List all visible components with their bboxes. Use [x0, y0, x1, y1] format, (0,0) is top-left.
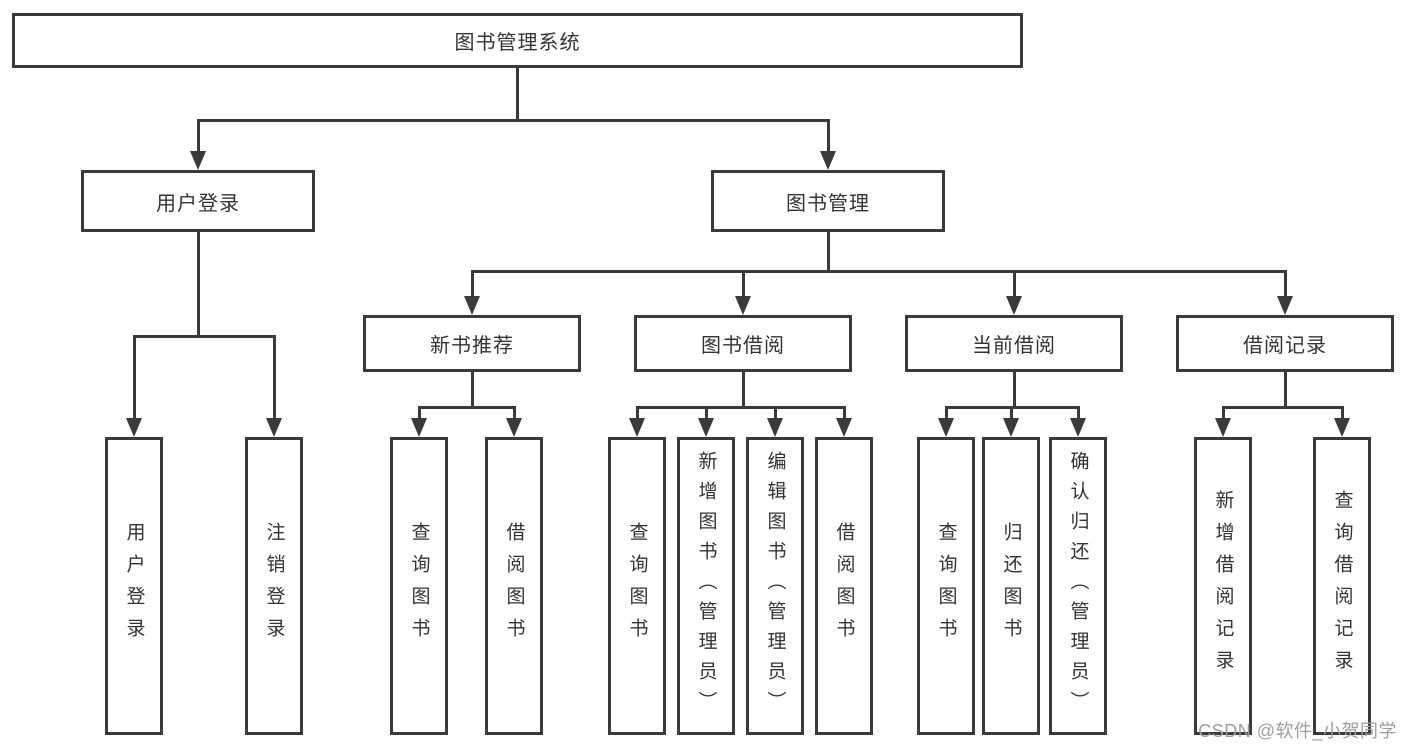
leaf-confirm-return-label: 确认归还（管理员）	[1067, 451, 1089, 721]
arrow-down-icon	[126, 418, 142, 437]
connector-line	[1284, 270, 1287, 298]
leaf-query-record: 查询借阅记录	[1313, 437, 1371, 735]
connector-line	[471, 372, 474, 408]
leaf-return-book: 归还图书	[982, 437, 1040, 735]
connector-line	[418, 406, 421, 420]
leaf-logout-label: 注销登录	[263, 522, 285, 650]
connector-line	[742, 270, 745, 298]
leaf-add-book: 新增图书（管理员）	[677, 437, 735, 735]
connector-line	[1010, 406, 1013, 420]
connector-line	[133, 335, 275, 338]
connector-line	[636, 406, 844, 409]
node-borrow-records-label: 借阅记录	[1243, 335, 1327, 357]
connector-line	[516, 68, 519, 121]
connector-line	[1341, 406, 1344, 420]
node-root: 图书管理系统	[12, 13, 1023, 68]
connector-line	[827, 232, 830, 272]
connector-line	[197, 119, 200, 153]
connector-line	[636, 406, 639, 420]
leaf-borrow-book-1-label: 借阅图书	[503, 522, 525, 650]
arrow-down-icon	[836, 418, 852, 437]
node-user-login-label: 用户登录	[156, 192, 240, 215]
node-book-borrow-label: 图书借阅	[701, 335, 785, 357]
leaf-query-book-1-label: 查询图书	[408, 522, 430, 650]
connector-line	[1222, 406, 1342, 409]
node-current-borrow: 当前借阅	[905, 315, 1123, 372]
arrow-down-icon	[506, 418, 522, 437]
leaf-add-record: 新增借阅记录	[1194, 437, 1252, 735]
connector-line	[945, 406, 948, 420]
arrow-down-icon	[190, 151, 206, 170]
leaf-logout: 注销登录	[245, 437, 303, 735]
arrow-down-icon	[1003, 418, 1019, 437]
connector-line	[471, 270, 1286, 273]
node-borrow-records: 借阅记录	[1176, 315, 1394, 372]
arrow-down-icon	[629, 418, 645, 437]
node-user-login: 用户登录	[81, 170, 315, 232]
connector-line	[1222, 406, 1225, 420]
connector-line	[843, 406, 846, 420]
leaf-borrow-book-2-label: 借阅图书	[833, 522, 855, 650]
connector-line	[1013, 270, 1016, 298]
leaf-add-record-label: 新增借阅记录	[1212, 490, 1234, 682]
leaf-query-record-label: 查询借阅记录	[1331, 490, 1353, 682]
arrow-down-icon	[1277, 296, 1293, 315]
arrow-down-icon	[1334, 418, 1350, 437]
leaf-return-book-label: 归还图书	[1000, 522, 1022, 650]
arrow-down-icon	[464, 296, 480, 315]
arrow-down-icon	[938, 418, 954, 437]
leaf-query-book-3: 查询图书	[917, 437, 975, 735]
node-book-mgmt-label: 图书管理	[786, 192, 870, 215]
connector-line	[418, 406, 514, 409]
leaf-query-book-2-label: 查询图书	[626, 522, 648, 650]
connector-line	[774, 406, 777, 420]
leaf-borrow-book-2: 借阅图书	[815, 437, 873, 735]
leaf-edit-book: 编辑图书（管理员）	[746, 437, 804, 735]
arrow-down-icon	[735, 296, 751, 315]
leaf-borrow-book-1: 借阅图书	[485, 437, 543, 735]
node-book-mgmt: 图书管理	[711, 170, 945, 232]
leaf-query-book-2: 查询图书	[608, 437, 666, 735]
node-new-book-rec-label: 新书推荐	[430, 335, 514, 357]
arrow-down-icon	[1006, 296, 1022, 315]
arrow-down-icon	[411, 418, 427, 437]
watermark: CSDN @软件_小贺同学	[1198, 721, 1397, 741]
connector-line	[1077, 406, 1080, 420]
arrow-down-icon	[767, 418, 783, 437]
leaf-edit-book-label: 编辑图书（管理员）	[764, 451, 786, 721]
leaf-add-book-label: 新增图书（管理员）	[695, 451, 717, 721]
arrow-down-icon	[1070, 418, 1086, 437]
connector-line	[471, 270, 474, 298]
arrow-down-icon	[1215, 418, 1231, 437]
node-root-label: 图书管理系统	[454, 32, 581, 54]
node-new-book-rec: 新书推荐	[363, 315, 581, 372]
arrow-down-icon	[820, 151, 836, 170]
connector-line	[197, 232, 200, 337]
connector-line	[705, 406, 708, 420]
arrow-down-icon	[266, 418, 282, 437]
leaf-user-login-label: 用户登录	[123, 522, 145, 650]
connector-line	[1013, 372, 1016, 408]
connector-line	[742, 372, 745, 408]
leaf-query-book-1: 查询图书	[390, 437, 448, 735]
leaf-query-book-3-label: 查询图书	[935, 522, 957, 650]
connector-line	[827, 119, 830, 153]
connector-line	[513, 406, 516, 420]
arrow-down-icon	[698, 418, 714, 437]
leaf-user-login: 用户登录	[105, 437, 163, 735]
connector-line	[197, 119, 830, 122]
connector-line	[1284, 372, 1287, 408]
connector-line	[133, 335, 136, 420]
leaf-confirm-return: 确认归还（管理员）	[1049, 437, 1107, 735]
node-current-borrow-label: 当前借阅	[972, 335, 1056, 357]
connector-line	[273, 335, 276, 420]
node-book-borrow: 图书借阅	[634, 315, 852, 372]
